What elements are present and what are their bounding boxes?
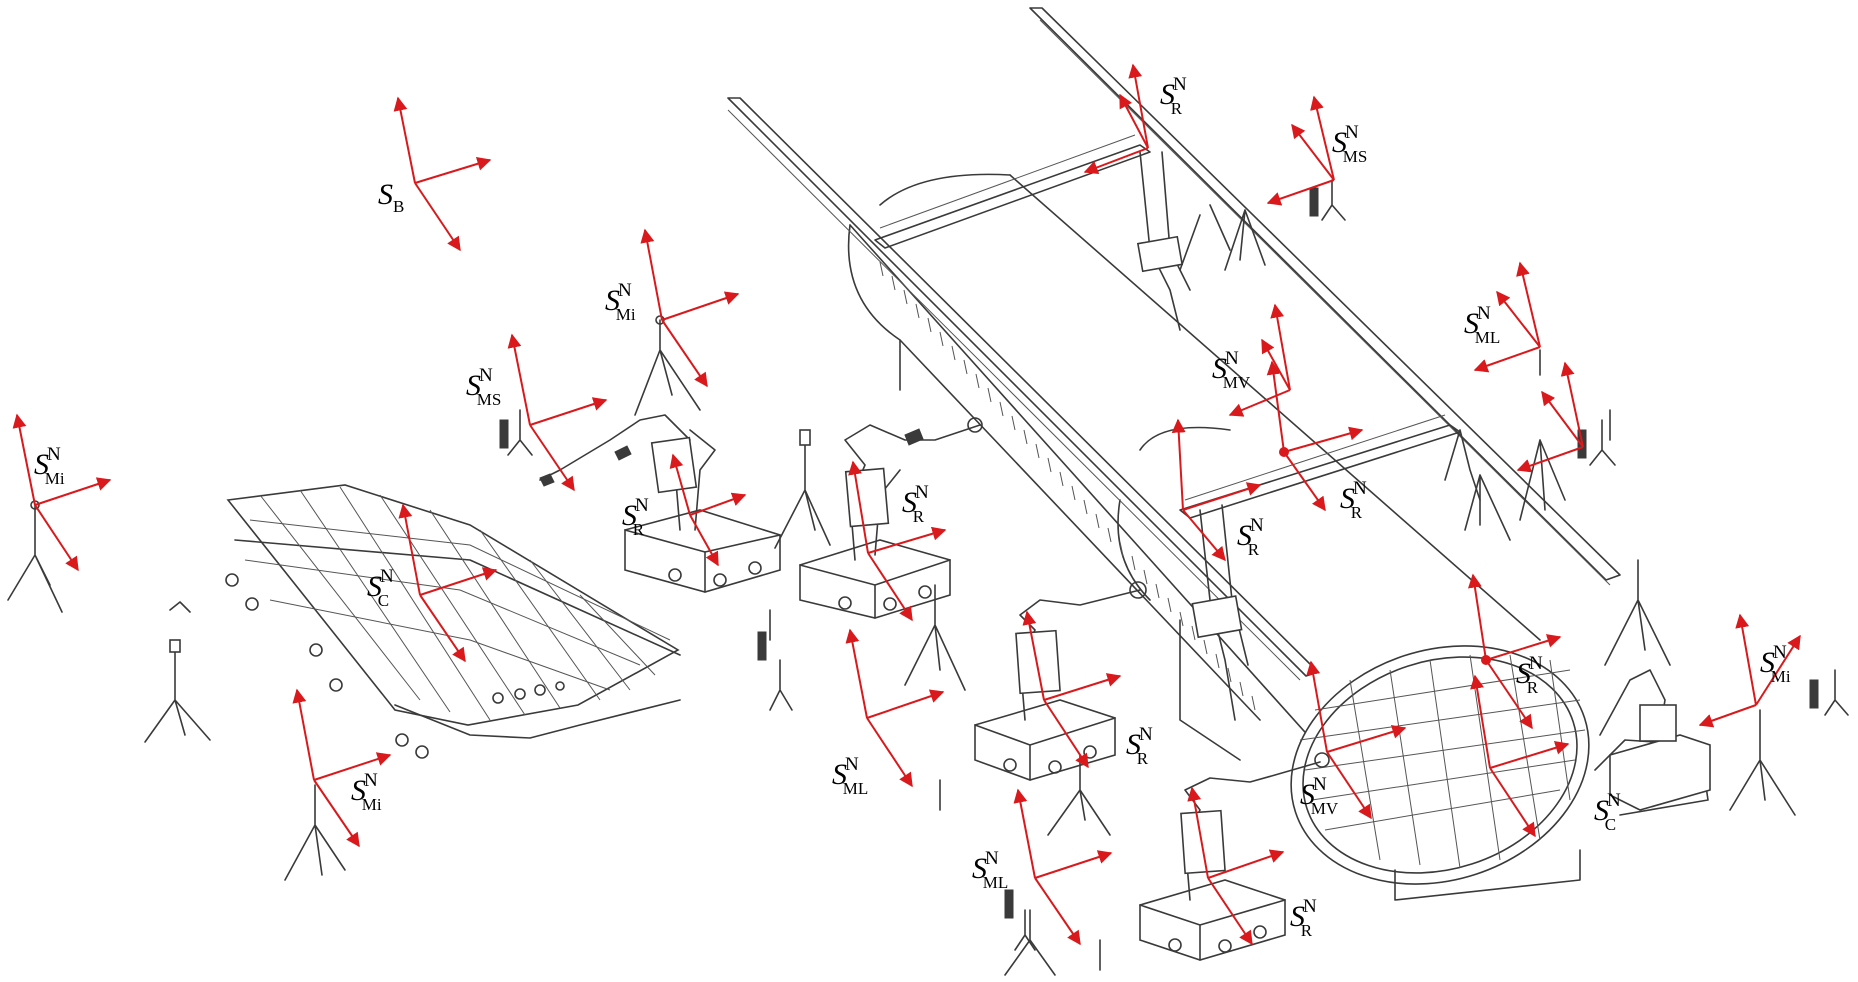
bulkhead-dome (1290, 645, 1709, 901)
wing-panel (225, 484, 681, 759)
frame-axes-ml-bottom (1013, 788, 1113, 946)
coordinate-axes (12, 63, 1801, 946)
frame-axes-ms-top (1266, 95, 1335, 206)
frame-axes-mi-top (640, 228, 740, 388)
frame-axes-r-bulkhead (1467, 573, 1562, 730)
equipment-drawing (7, 7, 1849, 976)
frame-axes-ms-left (507, 333, 608, 492)
fuselage-windows (879, 261, 1256, 711)
frame-axes-ml-right (1473, 261, 1541, 373)
frame-axes-mv-bottom (1306, 660, 1407, 820)
frame-axes-r-robot1 (669, 453, 747, 567)
frame-label-b: SB (378, 178, 404, 216)
frame-axes-c-bulkhead (1470, 674, 1570, 838)
frame-axes-ml-right2 (1516, 361, 1584, 473)
frame-axes-b (393, 96, 492, 252)
frame-axes-ml-center (845, 628, 945, 788)
frame-axes-c-wing (398, 503, 498, 663)
frame-axes-mi-left (12, 413, 112, 572)
frame-axes-r-gantry-mid2 (1171, 418, 1262, 562)
fuselage (847, 173, 1541, 761)
tripods (7, 209, 1796, 976)
frame-axes-r-gantry-top (1083, 63, 1149, 175)
measuring-devices (169, 179, 1849, 971)
bulkhead-grid (1299, 654, 1586, 869)
robot-platform-3 (974, 581, 1147, 781)
frame-axes-mv-top (1228, 303, 1291, 417)
robot-platform-1 (539, 414, 781, 593)
frame-axes-r-gantry-mid1 (1266, 360, 1364, 512)
robot-platform-5 (1599, 669, 1711, 811)
frame-axes-mi-bottom (292, 688, 392, 848)
frame-axes-r-robot4 (1187, 786, 1285, 946)
frame-axes-mi-right (1698, 613, 1801, 728)
frame-axes-r-robot2 (848, 460, 947, 622)
frame-axes-r-robot3 (1022, 610, 1122, 769)
